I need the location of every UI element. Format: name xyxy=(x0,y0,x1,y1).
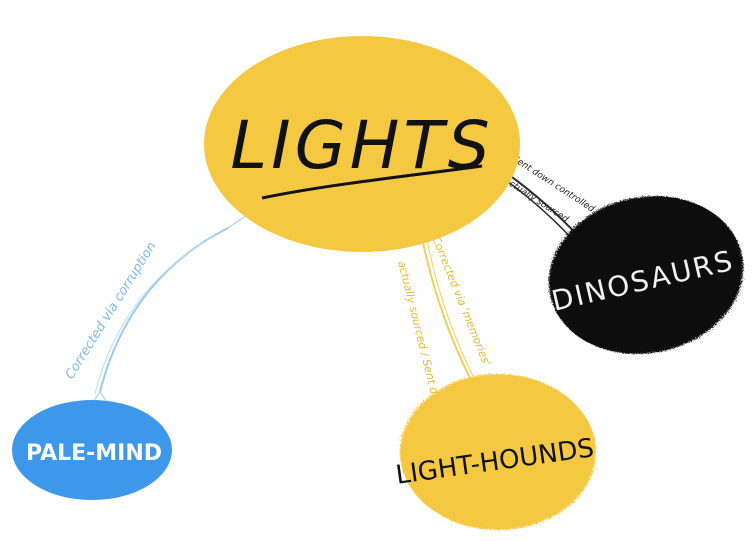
node-light-hounds: LIGHT-HOUNDS xyxy=(394,374,596,530)
edge-line-light-hounds xyxy=(419,227,471,379)
edge-line-dinosaurs xyxy=(504,171,579,237)
node-lights-underline xyxy=(261,164,483,200)
node-lights: LIGHTS xyxy=(204,36,520,252)
node-lights-shape xyxy=(204,36,520,252)
node-dinosaurs: DINOSAURS xyxy=(548,196,744,354)
node-dinosaurs-shape xyxy=(548,196,744,354)
edge-label-pale-mind: Corrected via corruption xyxy=(63,239,160,382)
node-light-hounds-shape xyxy=(400,374,596,530)
node-pale-mind-shape xyxy=(12,400,172,500)
node-pale-mind-label: PALE-MIND xyxy=(26,441,162,466)
edge-lights-pale-mind: Corrected via corruption xyxy=(63,215,247,419)
node-lights-label: LIGHTS xyxy=(230,107,493,184)
node-pale-mind: PALE-MIND xyxy=(12,400,172,500)
